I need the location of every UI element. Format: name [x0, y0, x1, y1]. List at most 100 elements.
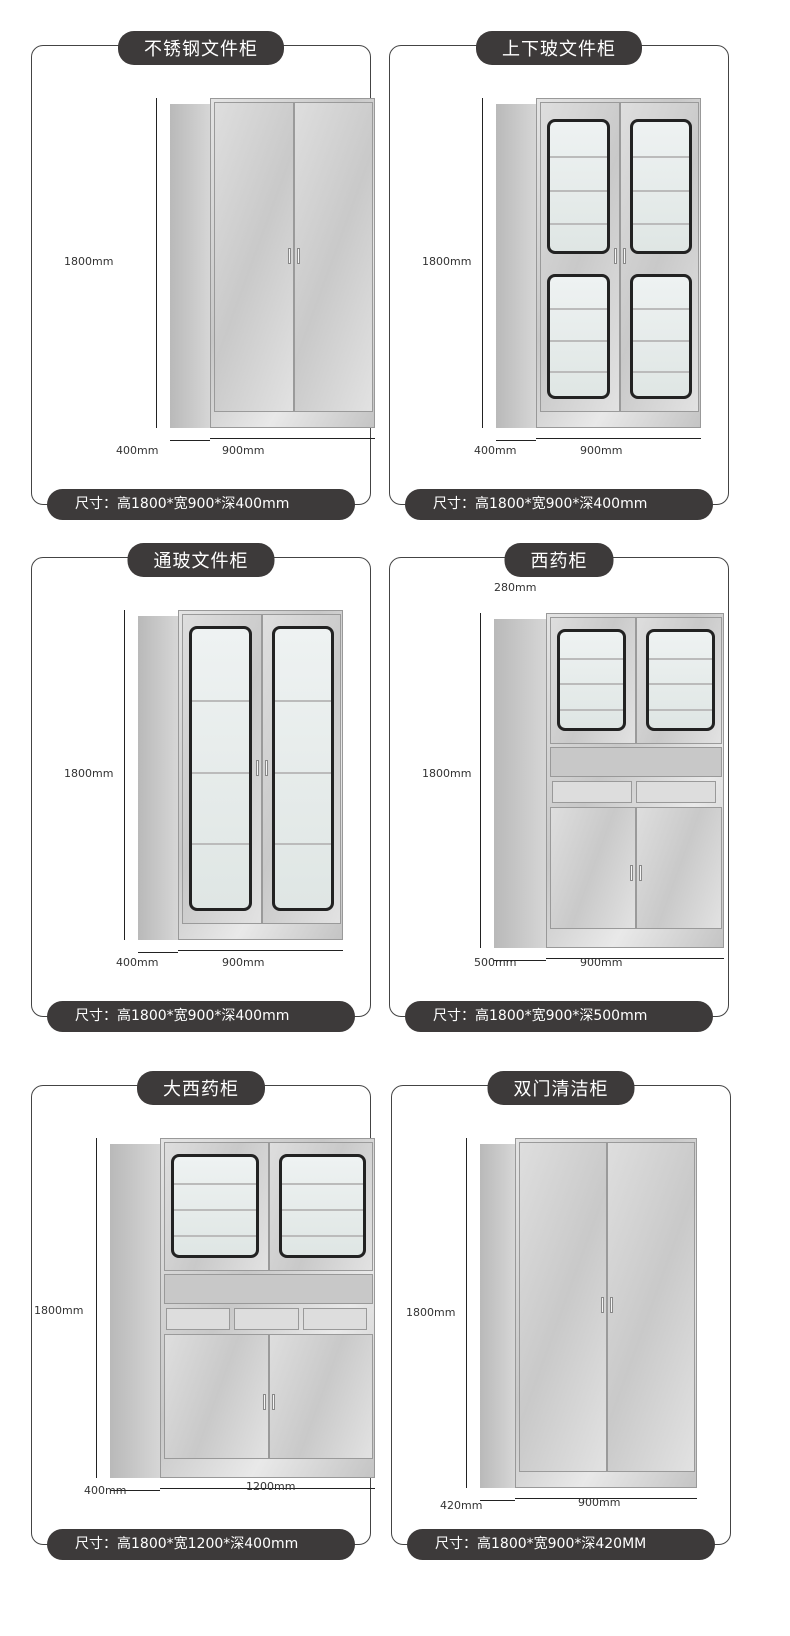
spec-label: 尺寸：高1800*宽1200*深400mm [47, 1529, 355, 1560]
door-handle [630, 865, 633, 882]
open-shelf [164, 1274, 373, 1305]
open-shelf [550, 747, 722, 778]
door-left [519, 1142, 607, 1472]
glass-pane [646, 629, 715, 732]
drawer [302, 1308, 367, 1331]
door-left [214, 102, 294, 412]
product-panel: 不锈钢文件柜尺寸：高1800*宽900*深400mm 1800mm 400mm 900… [31, 31, 375, 520]
door-handle [296, 247, 300, 264]
height-label: 1800mm [406, 1306, 456, 1319]
drawer [636, 781, 716, 804]
product-title: 大西药柜 [137, 1071, 265, 1105]
cabinet-front [178, 610, 343, 940]
door-handle [287, 247, 291, 264]
width-label: 1200mm [246, 1480, 296, 1493]
depth-dimension-line [480, 1500, 515, 1501]
glass-pane [271, 626, 334, 911]
height-dimension-line [156, 98, 157, 428]
glass-pane [629, 119, 692, 254]
spec-label: 尺寸：高1800*宽900*深400mm [47, 1001, 355, 1032]
cabinet-illustration [110, 1138, 375, 1478]
spec-label: 尺寸：高1800*宽900*深400mm [405, 489, 713, 520]
door-left [550, 807, 636, 929]
glass-pane [278, 1154, 366, 1259]
depth-dimension-line [494, 960, 546, 961]
height-dimension-line [482, 98, 483, 428]
drawer [234, 1308, 299, 1331]
door-handle [271, 1394, 275, 1410]
product-title: 上下玻文件柜 [476, 31, 642, 65]
cabinet-side [170, 104, 210, 428]
door-right [293, 102, 373, 412]
cabinet-illustration [170, 98, 375, 428]
cabinet-illustration [138, 610, 343, 940]
cabinet-front [515, 1138, 697, 1488]
product-title: 不锈钢文件柜 [118, 31, 284, 65]
width-dimension-line [546, 958, 724, 959]
width-label: 900mm [222, 956, 265, 969]
width-label: 900mm [222, 444, 265, 457]
door-handle [264, 759, 268, 776]
product-panel: 通玻文件柜尺寸：高1800*宽900*深400mm 1800mm 400mm 900m… [31, 543, 371, 1032]
glass-pane [547, 119, 610, 254]
height-label: 1800mm [422, 767, 472, 780]
height-dimension-line [124, 610, 125, 940]
product-title: 通玻文件柜 [127, 543, 275, 577]
door-handle [613, 247, 617, 264]
depth-dimension-line [138, 952, 178, 953]
width-dimension-line [178, 950, 343, 951]
cabinet-illustration [496, 98, 701, 428]
cabinet-front [210, 98, 375, 428]
height-label: 1800mm [34, 1304, 84, 1317]
depth-dimension-line [496, 440, 536, 441]
width-dimension-line [536, 438, 701, 439]
cabinet-illustration [480, 1138, 697, 1488]
glass-pane [189, 626, 252, 911]
spec-label: 尺寸：高1800*宽900*深420MM [407, 1529, 715, 1560]
width-dimension-line [515, 1498, 697, 1499]
door-left [164, 1334, 269, 1459]
depth-label: 500mm [474, 956, 517, 969]
product-panel: 大西药柜尺寸：高1800*宽1200*深400mm 1800mm 400mm 1200… [31, 1071, 375, 1560]
cabinet-front [536, 98, 701, 428]
glass-pane [629, 274, 692, 399]
width-label: 900mm [580, 444, 623, 457]
product-title: 西药柜 [504, 543, 614, 577]
drawer [166, 1308, 231, 1331]
cabinet-side [480, 1144, 515, 1488]
height-label: 1800mm [422, 255, 472, 268]
door-right [636, 807, 722, 929]
door-handle [622, 247, 626, 264]
glass-pane [557, 629, 626, 732]
depth-label: 420mm [440, 1499, 483, 1512]
depth-label: 400mm [84, 1484, 127, 1497]
depth-label: 400mm [116, 956, 159, 969]
door-right [607, 1142, 695, 1472]
cabinet-side [494, 619, 546, 948]
top-depth-label: 280mm [494, 581, 537, 594]
drawer [552, 781, 632, 804]
height-dimension-line [466, 1138, 467, 1488]
cabinet-front [546, 613, 724, 948]
door-handle [262, 1394, 266, 1410]
door-handle [639, 865, 642, 882]
cabinet-illustration [494, 613, 724, 948]
width-dimension-line [210, 438, 375, 439]
depth-label: 400mm [474, 444, 517, 457]
door-right [268, 1334, 373, 1459]
depth-label: 400mm [116, 444, 159, 457]
depth-dimension-line [170, 440, 210, 441]
spec-label: 尺寸：高1800*宽900*深400mm [47, 489, 355, 520]
height-label: 1800mm [64, 767, 114, 780]
width-label: 900mm [580, 956, 623, 969]
door-handle [255, 759, 259, 776]
height-dimension-line [480, 613, 481, 948]
door-handle [601, 1296, 604, 1313]
cabinet-side [138, 616, 178, 940]
cabinet-front [160, 1138, 375, 1478]
height-label: 1800mm [64, 255, 114, 268]
product-panel: 上下玻文件柜尺寸：高1800*宽900*深400mm 1800mm 400mm 900… [389, 31, 729, 520]
width-dimension-line [160, 1488, 375, 1489]
